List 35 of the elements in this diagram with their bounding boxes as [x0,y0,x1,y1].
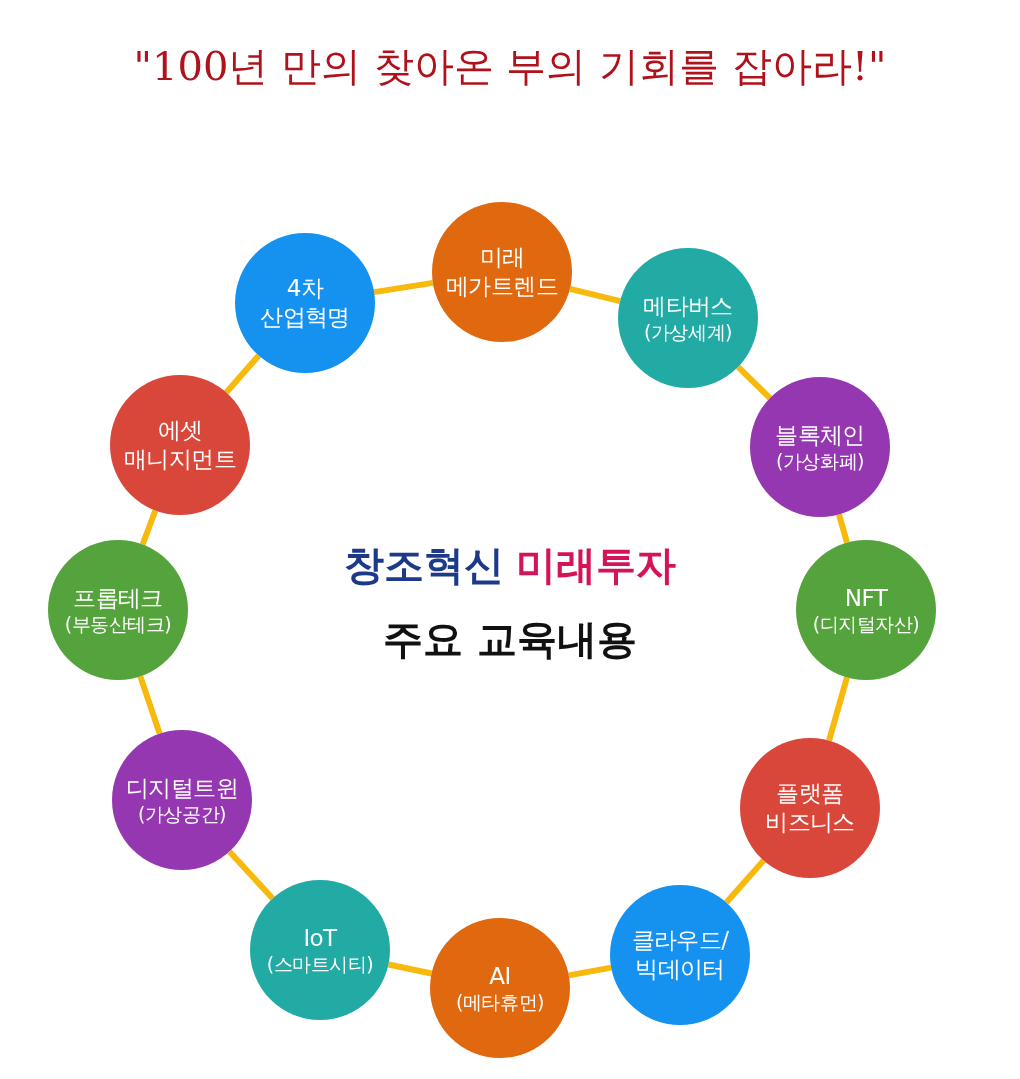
topic-text: AI [488,961,512,991]
topic-text: 디지털트윈 [124,773,240,803]
connector-line [735,364,773,401]
topic-text: 메타버스 [642,291,734,321]
topic-text: 미래 메가트렌드 [444,243,560,301]
connector-line [569,285,621,305]
topic-subtext: (디지털자산) [811,612,921,637]
title: "100년 만의 찾아온 부의 기회를 잡아라!" [132,42,888,91]
topic-subtext: (가상공간) [137,802,227,827]
topic-text: 클라우드/ 빅데이터 [630,926,730,984]
connector-line [387,961,433,977]
connector-line [227,849,275,901]
topic-text: 프롭테크 [72,583,164,613]
connector-line [139,509,159,546]
center-subheading: 주요 교육내용 [383,615,637,664]
topic-subtext: (부동산테크) [63,612,173,637]
topic-subtext: (메타휴먼) [455,990,545,1015]
topic-text: 블록체인 [774,420,866,450]
topic-text: 4차 산업혁명 [259,274,351,332]
center-heading: 창조혁신 [344,541,504,590]
topic-subtext: (가상화폐) [775,449,865,474]
connector-line [224,353,261,395]
topic-subtext: (가상세계) [643,320,733,345]
topic-text: NFT [843,583,889,613]
topic-subtext: (스마트시티) [265,952,375,977]
connector-line [836,513,850,544]
connector-line [568,964,612,979]
topic-text: 플랫폼 비즈니스 [764,779,856,837]
connector-line [137,675,163,735]
connector-line [373,279,434,296]
connector-line [724,858,766,905]
center-heading: 미래투자 [516,541,676,590]
topic-text: 에셋 매니지먼트 [122,416,238,474]
connector-line [826,676,850,742]
topic-text: IoT [302,923,338,953]
